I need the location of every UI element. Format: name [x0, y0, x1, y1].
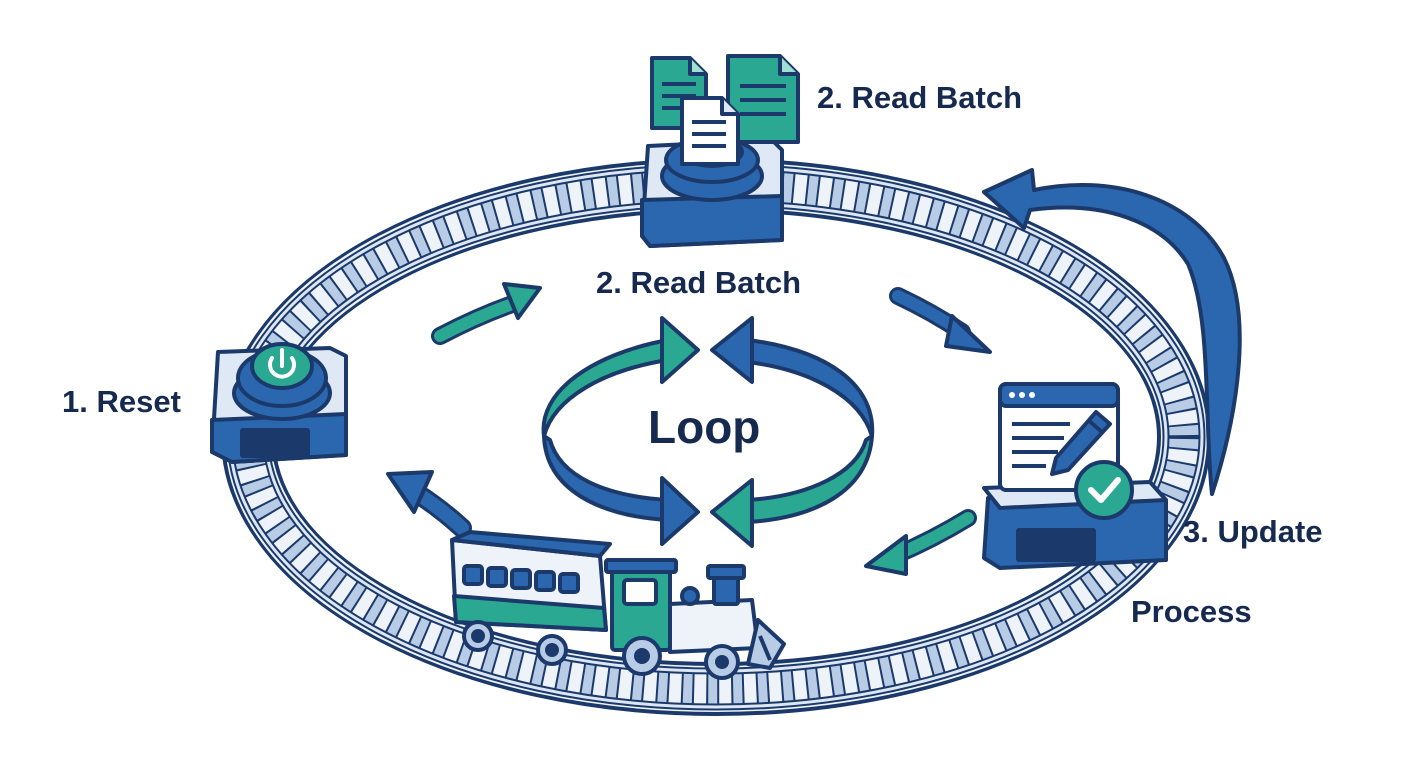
label-update: 3. Update	[1183, 514, 1323, 549]
pencil-icon	[1050, 410, 1112, 476]
browser-window-icon	[998, 382, 1120, 492]
label-loop: Loop	[648, 401, 761, 453]
update-station	[982, 382, 1168, 570]
loop-arrows	[541, 316, 875, 548]
label-read-batch-center: 2. Read Batch	[596, 265, 802, 300]
label-read-batch-top: 2. Read Batch	[817, 80, 1023, 115]
track-arrow-bottom-left	[386, 470, 472, 538]
track-arrow-bottom-right	[864, 509, 977, 576]
label-process: Process	[1131, 594, 1252, 629]
return-arrow	[982, 168, 1242, 496]
checkmark-icon	[1074, 460, 1134, 520]
read-batch-station	[640, 54, 800, 248]
label-reset: 1. Reset	[62, 384, 181, 419]
track-arrow-top-left	[431, 282, 542, 345]
train-icon	[450, 530, 786, 680]
document-stack-icon	[650, 54, 800, 166]
track-arrow-top-right	[889, 287, 992, 354]
reset-station	[210, 342, 348, 464]
power-icon	[268, 348, 296, 379]
